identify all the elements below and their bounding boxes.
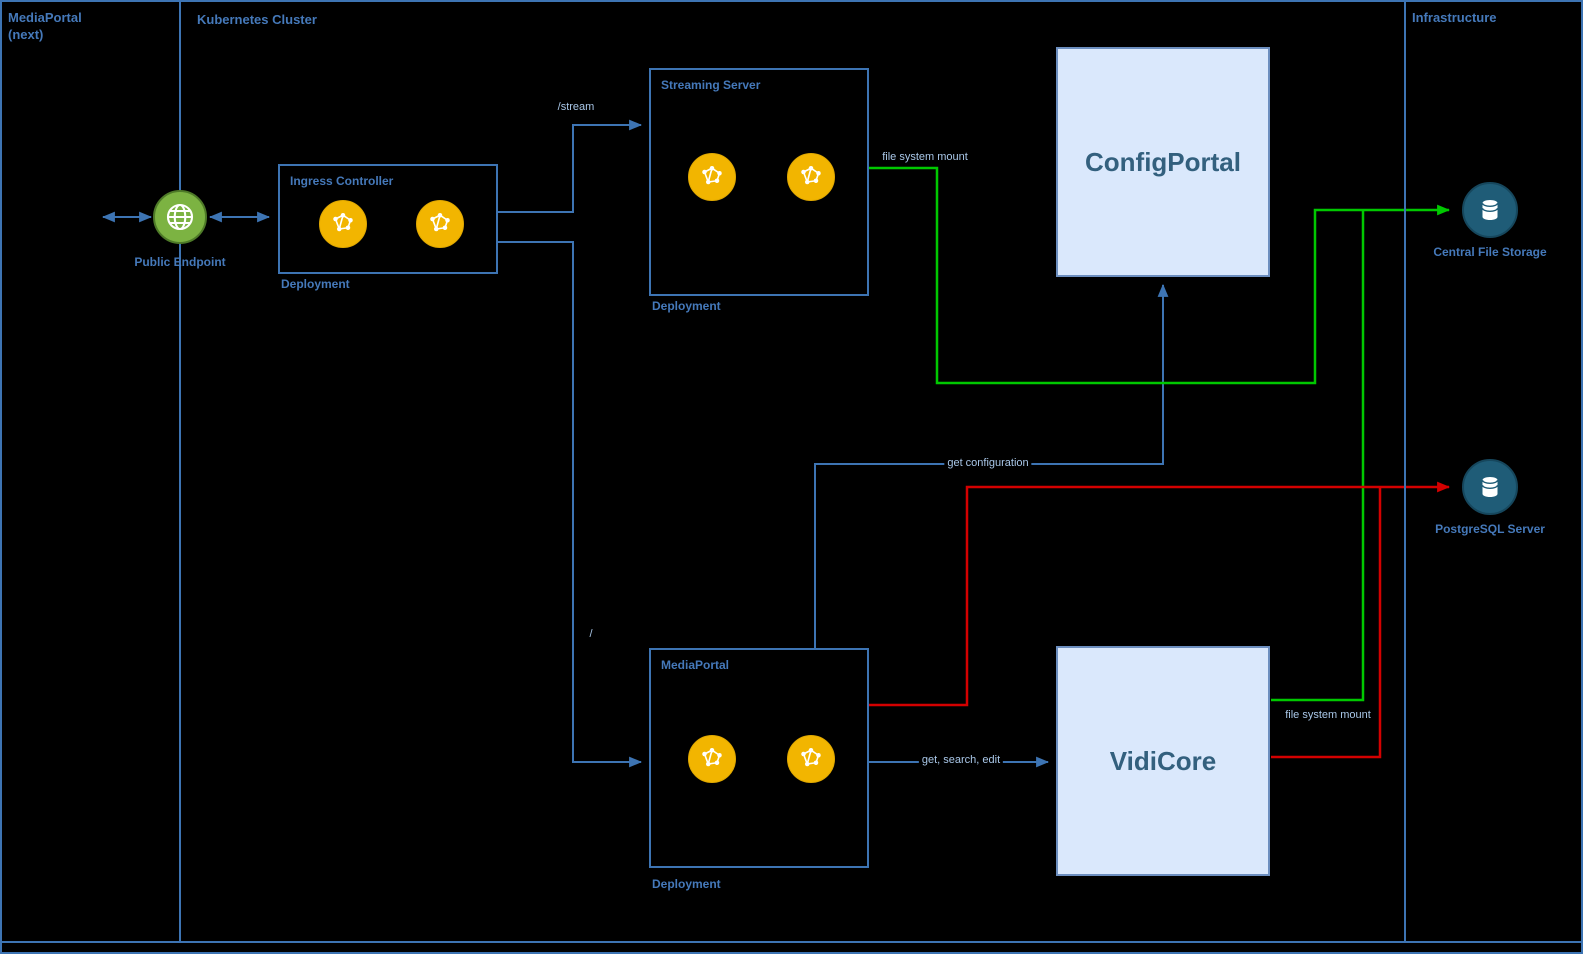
- edge-ingress-mediaportal: [498, 241, 643, 768]
- edge-ingress-streaming: [498, 119, 643, 213]
- lane-bottom-border: [0, 941, 1583, 943]
- mediaportal-title: MediaPortal: [661, 658, 730, 672]
- streaming-server-title: Streaming Server: [661, 78, 761, 92]
- pod-icon: [787, 735, 835, 783]
- edge-label-root: /: [586, 627, 596, 641]
- public-endpoint-label: Public Endpoint: [134, 255, 226, 269]
- mediaportal-box: MediaPortal: [649, 648, 869, 868]
- configportal-label: ConfigPortal: [1085, 146, 1241, 177]
- edge-vidicore-central-storage: [1271, 211, 1365, 702]
- configportal-node: ConfigPortal: [1056, 47, 1270, 277]
- ingress-deployment-label: Deployment: [281, 277, 350, 291]
- database-icon: [1481, 477, 1499, 497]
- postgresql-server-node: [1462, 459, 1518, 515]
- pod-icon: [688, 735, 736, 783]
- lane-divider-left: [179, 0, 181, 943]
- streaming-deployment-label: Deployment: [652, 299, 721, 313]
- vidicore-label: VidiCore: [1109, 745, 1217, 776]
- lane-title-infrastructure: Infrastructure: [1412, 10, 1497, 25]
- central-file-storage-node: [1462, 182, 1518, 238]
- central-file-storage-label: Central File Storage: [1433, 245, 1547, 259]
- edge-label-get-configuration: get configuration: [944, 456, 1032, 470]
- ingress-controller-box: Ingress Controller: [278, 164, 498, 274]
- pod-icon: [787, 153, 835, 201]
- postgresql-server-label: PostgreSQL Server: [1435, 522, 1545, 536]
- edge-mediaportal-postgres: [869, 481, 1451, 707]
- lane-divider-right: [1404, 0, 1406, 943]
- edge-label-fs-mount-streaming: file system mount: [879, 150, 971, 164]
- vidicore-node: VidiCore: [1056, 646, 1270, 876]
- globe-icon: [166, 203, 194, 231]
- database-icon: [1481, 200, 1499, 220]
- edge-label-stream: /stream: [554, 100, 598, 114]
- edge-label-get-search-edit: get, search, edit: [918, 753, 1004, 767]
- lane-title-mediaportal-next: MediaPortal (next): [8, 10, 82, 42]
- edge-label-fs-mount-vidicore: file system mount: [1282, 708, 1374, 722]
- edge-vidicore-postgres: [1271, 488, 1382, 759]
- pod-icon: [688, 153, 736, 201]
- edge-streaming-central-storage: [869, 166, 1451, 385]
- pod-icon: [416, 200, 464, 248]
- mediaportal-deployment-label: Deployment: [652, 877, 721, 891]
- ingress-controller-title: Ingress Controller: [290, 174, 394, 188]
- streaming-server-box: Streaming Server: [649, 68, 869, 296]
- public-endpoint-node: [153, 190, 207, 244]
- pod-icon: [319, 200, 367, 248]
- lane-title-kubernetes-cluster: Kubernetes Cluster: [197, 12, 317, 27]
